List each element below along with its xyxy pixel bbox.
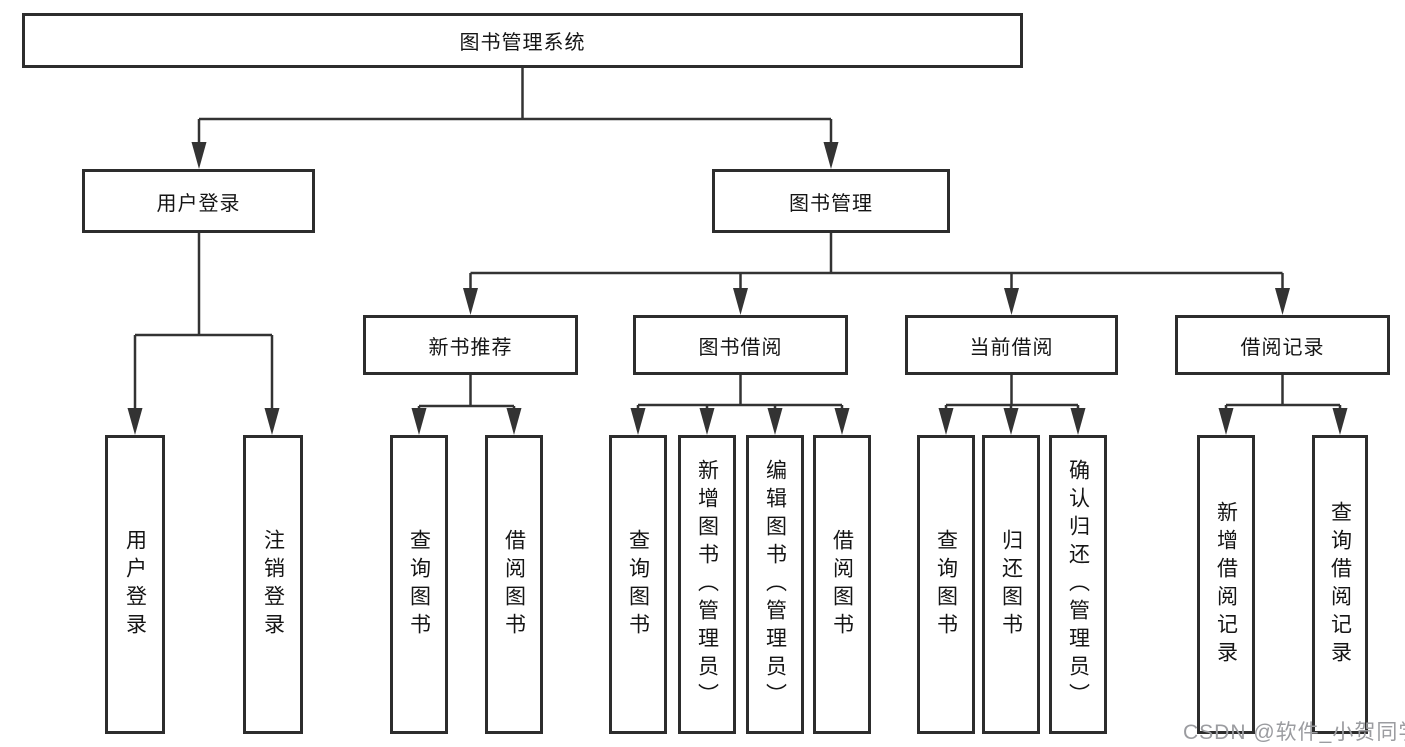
leaf-borrow-add-books-admin: 新增图书（管理员） (678, 435, 736, 734)
leaf-current-query-books: 查询图书 (917, 435, 975, 734)
node-label: 图书借阅 (698, 336, 783, 359)
node-label: 确认归还（管理员） (1066, 458, 1090, 711)
node-label: 当前借阅 (969, 336, 1054, 359)
node-label: 查询图书 (626, 528, 650, 641)
node-label: 归还图书 (999, 528, 1023, 641)
node-borrowing-records: 借阅记录 (1175, 315, 1390, 375)
leaf-records-add-borrow-record: 新增借阅记录 (1197, 435, 1255, 734)
node-label: 查询借阅记录 (1328, 500, 1352, 669)
node-label: 新增图书（管理员） (695, 458, 719, 711)
node-library-system: 图书管理系统 (22, 13, 1023, 68)
leaf-current-confirm-return-admin: 确认归还（管理员） (1049, 435, 1107, 734)
leaf-recommend-query-books: 查询图书 (390, 435, 448, 734)
node-label: 用户登录 (156, 192, 241, 215)
leaf-borrow-query-books: 查询图书 (609, 435, 667, 734)
node-label: 借阅记录 (1240, 336, 1325, 359)
node-book-management: 图书管理 (712, 169, 950, 233)
node-label: 图书管理系统 (459, 32, 586, 54)
leaf-user-login: 用户登录 (105, 435, 165, 734)
leaf-borrow-borrow-books: 借阅图书 (813, 435, 871, 734)
node-label: 新书推荐 (428, 336, 513, 359)
leaf-logout-login: 注销登录 (243, 435, 303, 734)
csdn-watermark: CSDN @软件_小贺同学 (1183, 721, 1405, 744)
leaf-records-query-borrow-record: 查询借阅记录 (1312, 435, 1368, 734)
node-new-book-recommend: 新书推荐 (363, 315, 578, 375)
node-label: 借阅图书 (830, 528, 854, 641)
node-book-borrowing: 图书借阅 (633, 315, 848, 375)
node-label: 查询图书 (934, 528, 958, 641)
node-label: 新增借阅记录 (1214, 500, 1238, 669)
node-label: 注销登录 (261, 528, 285, 641)
node-label: 借阅图书 (502, 528, 526, 641)
node-label: 用户登录 (123, 528, 147, 641)
node-label: 编辑图书（管理员） (763, 458, 787, 711)
node-label: 查询图书 (407, 528, 431, 641)
leaf-current-return-books: 归还图书 (982, 435, 1040, 734)
leaf-borrow-edit-books-admin: 编辑图书（管理员） (746, 435, 804, 734)
node-label: 图书管理 (789, 192, 873, 215)
node-user-login: 用户登录 (82, 169, 315, 233)
node-current-borrowing: 当前借阅 (905, 315, 1118, 375)
leaf-recommend-borrow-books: 借阅图书 (485, 435, 543, 734)
